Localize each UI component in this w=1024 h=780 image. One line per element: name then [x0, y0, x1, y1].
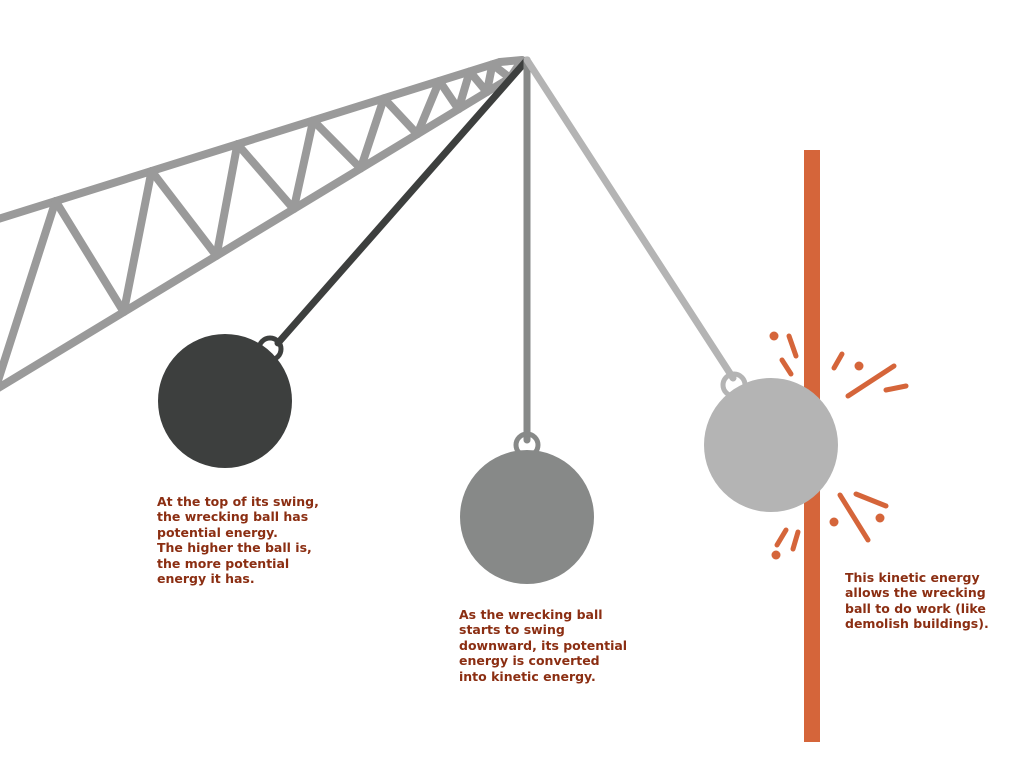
impact-marks	[769, 331, 909, 560]
boom-strut	[289, 116, 318, 214]
boom-strut	[488, 60, 514, 82]
boom-strut	[413, 76, 444, 139]
debris-dot	[771, 550, 781, 560]
debris-dash	[883, 383, 909, 393]
debris-dash	[790, 529, 801, 552]
boom-strut	[454, 67, 474, 114]
boom-strut	[356, 94, 388, 173]
debris-dash	[845, 363, 897, 399]
debris-dot	[769, 331, 779, 341]
debris-dot	[854, 361, 864, 371]
boom-lower-chord	[0, 74, 514, 392]
boom-strut	[482, 60, 497, 97]
debris-dot	[829, 517, 839, 527]
debris-dash	[831, 351, 845, 371]
boom-strut	[147, 167, 221, 260]
boom-strut	[435, 76, 463, 114]
cable-impact	[523, 56, 737, 382]
debris-dot	[875, 513, 885, 523]
boom-upper-chord	[0, 58, 504, 223]
wrecking-ball-middle	[460, 450, 594, 584]
debris-dash	[837, 492, 871, 543]
debris-dash	[774, 527, 789, 548]
caption-kinetic-energy: This kinetic energy allows the wrecking …	[845, 570, 989, 632]
boom-strut	[212, 140, 242, 260]
debris-dash	[853, 491, 889, 509]
crane-boom	[0, 56, 526, 392]
wrecking-ball-top	[158, 334, 292, 468]
boom-strut	[309, 116, 365, 173]
boom-strut	[51, 197, 128, 316]
boom-strut	[379, 94, 422, 139]
debris-dash	[786, 333, 799, 359]
boom-strut	[233, 140, 298, 214]
boom-strut	[0, 197, 60, 388]
debris-dash	[779, 357, 794, 377]
wrecking-ball-impact	[704, 378, 838, 512]
cable-top	[274, 56, 531, 347]
boom-strut	[119, 167, 156, 316]
caption-converting-energy: As the wrecking ball starts to swing dow…	[459, 607, 628, 684]
caption-potential-energy: At the top of its swing, the wrecking ba…	[157, 494, 319, 587]
